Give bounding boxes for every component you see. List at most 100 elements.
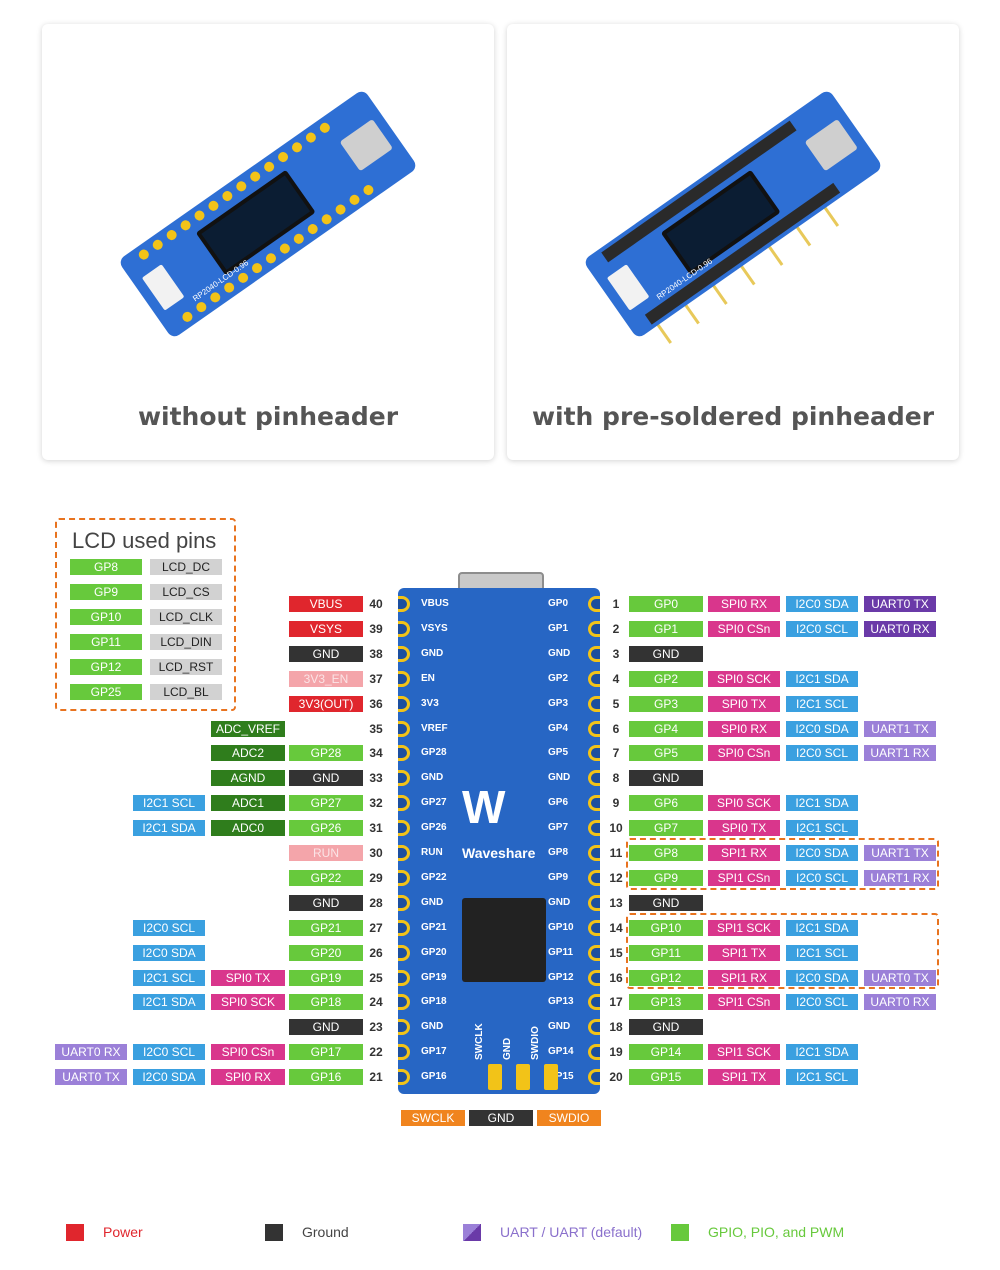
board-silk-label: GND — [421, 1021, 444, 1033]
board-silk-label: GP21 — [421, 921, 447, 933]
pin-function-label: I2C1 SCL — [133, 969, 205, 986]
pin-function-label: UART0 RX — [55, 1044, 127, 1061]
board-silk-label: GP4 — [548, 722, 569, 734]
legend-label: UART / UART (default) — [500, 1224, 643, 1240]
pin-number: 9 — [612, 796, 620, 811]
board-silk-label: GP17 — [421, 1046, 447, 1058]
board-silk-label: GP16 — [421, 1071, 447, 1083]
pin-function-label: UART0 TX — [864, 596, 936, 612]
pin-function-label: GP2 — [629, 670, 703, 687]
pin-number: 2 — [612, 621, 620, 636]
pin-function-label: I2C1 SDA — [133, 994, 205, 1011]
pin-number: 8 — [612, 771, 620, 786]
pin-function-label: GP6 — [629, 795, 703, 812]
lcd-used-pins-panel — [55, 518, 236, 711]
pin-number: 19 — [609, 1045, 623, 1060]
board-pad — [398, 795, 410, 812]
pin-function-label: I2C0 SCL — [133, 919, 205, 936]
pin-function-label: GP28 — [289, 745, 363, 762]
pin-function-label: GND — [289, 1019, 363, 1036]
board-pad — [398, 670, 410, 687]
pin-function-label: SPI0 RX — [708, 720, 780, 737]
pin-number: 40 — [369, 597, 383, 611]
board-pad — [588, 845, 600, 861]
pin-number: 29 — [369, 870, 383, 885]
board-pad — [588, 695, 600, 712]
board-silk-label: GP6 — [548, 797, 569, 809]
pin-function-label: SPI1 TX — [708, 1069, 780, 1086]
pin-number: 13 — [609, 895, 623, 910]
pin-number: 28 — [369, 895, 383, 910]
board-silk-label: GP0 — [548, 598, 569, 609]
lcd-gpio-label: GP25 — [70, 684, 142, 700]
legend-swatch — [66, 1224, 84, 1241]
pin-function-label: GP16 — [289, 1069, 363, 1086]
board-pad — [398, 1069, 410, 1086]
board-pad — [398, 994, 410, 1011]
pin-number: 16 — [609, 970, 623, 985]
pin-function-label: UART1 RX — [864, 869, 936, 886]
lcd-highlight-gp8-gp9 — [626, 838, 939, 890]
legend-label: GPIO, PIO, and PWM — [708, 1224, 845, 1240]
board-silk-label: GND — [548, 772, 571, 784]
board-pad — [588, 620, 600, 637]
pin-number: 18 — [609, 1020, 623, 1035]
pin-function-label: GP18 — [289, 994, 363, 1011]
board-pad — [588, 1069, 600, 1086]
lcd-gpio-label: GP12 — [70, 659, 142, 675]
board-silk-label: RUN — [421, 847, 443, 858]
board-pad — [398, 1019, 410, 1036]
pin-function-label: RUN — [289, 845, 363, 861]
pin-function-label: UART0 RX — [864, 994, 936, 1011]
lcd-function-label: LCD_CLK — [150, 609, 222, 625]
lcd-gpio-label: GP11 — [70, 634, 142, 650]
pin-function-label: GP26 — [289, 820, 363, 837]
pin-function-label: I2C0 SDA — [786, 845, 858, 861]
board-silk-label: GP19 — [421, 971, 447, 983]
legend-swatch — [463, 1224, 481, 1241]
pin-function-label: I2C1 SCL — [786, 1069, 858, 1086]
pin-number: 38 — [369, 646, 383, 661]
pin-number: 1 — [612, 597, 620, 611]
board-silk-label: VSYS — [421, 622, 448, 634]
pin-function-label: I2C1 SDA — [133, 820, 205, 837]
waveshare-logo: W — [462, 781, 506, 833]
card-caption: with pre-soldered pinheader — [531, 402, 935, 431]
board-pad — [588, 770, 600, 787]
lcd-function-label: LCD_DC — [150, 559, 222, 575]
pin-function-label: GP27 — [289, 795, 363, 812]
pin-function-label: SPI1 TX — [708, 944, 780, 961]
pin-number: 12 — [609, 870, 623, 885]
board-silk-label: GND — [548, 1021, 571, 1033]
board-pad — [588, 1044, 600, 1061]
pin-number: 21 — [369, 1070, 383, 1085]
board-pad — [588, 969, 600, 986]
pin-function-label: I2C1 SDA — [786, 919, 858, 936]
pin-number: 37 — [369, 671, 383, 686]
pin-function-label: SPI1 RX — [708, 969, 780, 986]
pin-function-label: GP12 — [629, 969, 703, 986]
board-pad — [398, 845, 410, 861]
pin-function-label: VBUS — [289, 596, 363, 612]
pin-function-label: ADC_VREF — [211, 720, 285, 737]
board-silk-label: GP20 — [421, 946, 447, 958]
board-pad — [588, 720, 600, 737]
lcd-highlight-gp10-gp12 — [626, 913, 939, 989]
pin-function-label: GND — [629, 770, 703, 787]
pin-function-label: 3V3_EN — [289, 670, 363, 687]
pin-function-label: GP1 — [629, 620, 703, 637]
pin-function-label: 3V3(OUT) — [289, 695, 363, 712]
pin-function-label: I2C0 SCL — [133, 1044, 205, 1061]
pin-number: 25 — [369, 970, 383, 985]
board-silk-label: SWCLK — [474, 1023, 485, 1060]
pin-function-label: GP7 — [629, 820, 703, 837]
pin-number: 24 — [369, 995, 383, 1010]
pin-number: 3 — [612, 646, 620, 661]
pin-function-label: I2C1 SCL — [786, 944, 858, 961]
board-pad — [588, 994, 600, 1011]
pin-function-label: SPI0 RX — [211, 1069, 285, 1086]
pin-function-label: SPI0 SCK — [708, 670, 780, 687]
pin-function-label: I2C0 SDA — [786, 596, 858, 612]
pin-function-label: ADC0 — [211, 820, 285, 837]
pin-number: 14 — [609, 920, 623, 935]
